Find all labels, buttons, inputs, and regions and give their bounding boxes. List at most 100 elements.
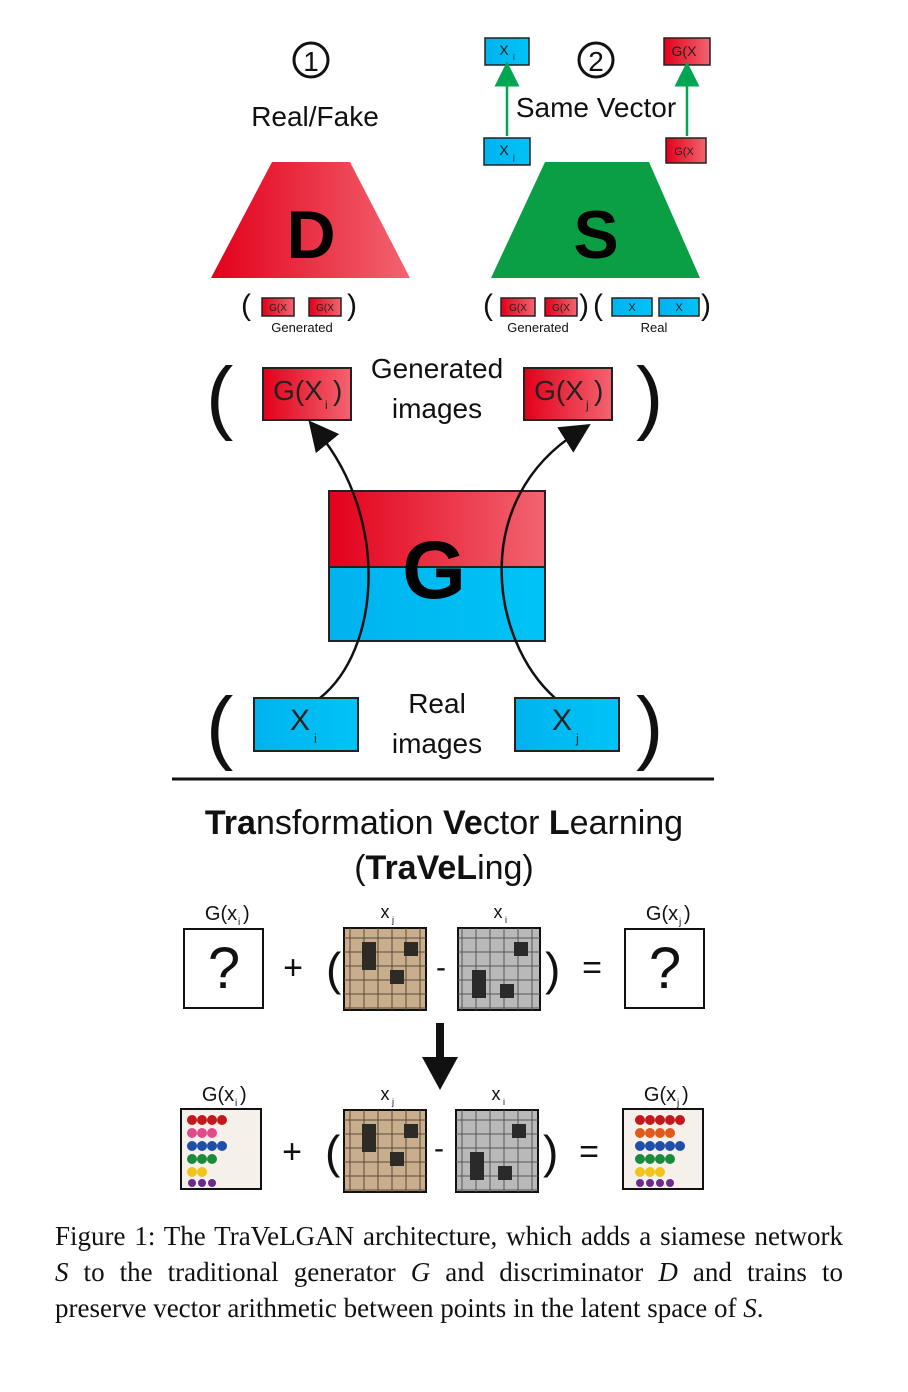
siamese-network-s: S (491, 162, 700, 278)
svg-text:j: j (585, 398, 589, 412)
svg-text:1: 1 (303, 46, 319, 77)
svg-text:X: X (499, 142, 509, 158)
generated-images-label-1: Generated (371, 353, 503, 384)
svg-text:j: j (676, 1098, 679, 1109)
traveling-title: Transformation Vector Learning (205, 804, 683, 842)
svg-text:): ) (347, 289, 357, 322)
step-2-marker: 2 (577, 41, 615, 79)
svg-text:i: i (238, 917, 240, 928)
svg-text:?: ? (208, 936, 240, 1001)
svg-text:G(X: G(X (509, 303, 527, 314)
svg-text:i: i (503, 1097, 505, 1107)
generated-images-row: ( G(X i ) Generated images G(X j ) ) (206, 351, 663, 442)
traveling-subtitle: (TraVeLing) (354, 849, 534, 887)
svg-text:G(X: G(X (674, 146, 694, 158)
svg-text:X: X (552, 704, 572, 737)
svg-text:-: - (436, 951, 446, 984)
real-images-label-1: Real (408, 688, 466, 719)
svg-text:(: ( (483, 289, 493, 322)
svg-text:G: G (402, 525, 466, 616)
same-vector-block: X i G(X X j G(X Same Vector (483, 37, 711, 166)
svg-text:X: X (290, 704, 310, 737)
same-vector-label: Same Vector (516, 92, 676, 123)
svg-text:): ) (333, 375, 342, 406)
svg-text:G(X: G(X (672, 43, 698, 59)
architecture-figure: 1 Real/Fake D ( G(X G(X ) Generated 2 X … (172, 37, 714, 1193)
svg-text:): ) (682, 1084, 689, 1106)
svg-text:-: - (434, 1132, 444, 1165)
svg-text:X: X (499, 42, 509, 58)
svg-text:S: S (573, 197, 618, 273)
svg-text:i: i (505, 915, 507, 925)
svg-text:G(X: G(X (316, 303, 334, 314)
svg-text:(: ( (206, 351, 233, 442)
discriminator-d: D (211, 162, 410, 278)
svg-text:X: X (675, 302, 683, 314)
svg-text:j: j (391, 1097, 394, 1107)
down-arrow-icon (422, 1023, 458, 1090)
svg-text:(: ( (241, 289, 251, 322)
s-inputs: ( G(X G(X ) ( X X ) Generated Real (483, 289, 711, 335)
svg-text:j: j (512, 153, 515, 162)
real-label-s: Real (641, 320, 668, 335)
svg-text:D: D (286, 197, 335, 273)
svg-text:): ) (543, 1126, 558, 1178)
svg-text:): ) (636, 351, 663, 442)
real-images-label-2: images (392, 728, 482, 759)
svg-text:(: ( (593, 289, 603, 322)
svg-text:i: i (235, 1098, 237, 1109)
svg-text:G(X: G(X (273, 375, 323, 406)
figure-caption: Figure 1: The TraVeLGAN architecture, wh… (55, 1221, 844, 1323)
equation-row-2: G(x i ) + ( x j - x i ) = G(x j (180, 1084, 704, 1193)
arrow-xj-to-gxj (500, 423, 591, 699)
step-1-marker: 1 (292, 41, 330, 79)
svg-text:x: x (494, 902, 503, 922)
svg-text:G(X: G(X (534, 375, 584, 406)
svg-text:G(x: G(x (646, 903, 678, 925)
svg-text:): ) (684, 903, 691, 925)
svg-text:=: = (579, 1133, 599, 1171)
generated-images-label-2: images (392, 393, 482, 424)
svg-text:): ) (636, 681, 663, 772)
svg-text:(: ( (206, 681, 233, 772)
svg-text:x: x (381, 902, 390, 922)
svg-text:G(x: G(x (205, 903, 237, 925)
caption-label: Figure 1: (55, 1221, 156, 1251)
svg-text:i: i (513, 53, 515, 62)
svg-text:j: j (678, 917, 681, 928)
svg-text:j: j (575, 731, 579, 746)
svg-text:=: = (582, 949, 602, 987)
svg-text:G(x: G(x (644, 1084, 676, 1106)
generator-g: G (328, 490, 546, 642)
abacus-image-output (622, 1108, 704, 1190)
generated-label-s: Generated (507, 320, 568, 335)
svg-text:X: X (628, 302, 636, 314)
svg-text:(: ( (326, 943, 342, 995)
d-inputs: ( G(X G(X ) Generated (241, 289, 357, 335)
svg-text:?: ? (649, 936, 681, 1001)
svg-text:j: j (391, 915, 394, 925)
svg-text:i: i (325, 398, 328, 412)
svg-text:): ) (579, 289, 589, 322)
svg-text:G(x: G(x (202, 1084, 234, 1106)
svg-text:(: ( (325, 1126, 341, 1178)
svg-text:x: x (492, 1084, 501, 1104)
svg-text:): ) (594, 375, 603, 406)
real-images-row: ( X i Real images X j ) (206, 681, 663, 772)
svg-text:): ) (545, 943, 560, 995)
real-fake-label: Real/Fake (251, 101, 379, 132)
svg-text:+: + (282, 1133, 302, 1171)
equation-row-1: G(x i ) ? + ( x j - x i ) = G(x j ) ? (183, 902, 705, 1011)
svg-text:G(X: G(X (269, 303, 287, 314)
svg-text:x: x (381, 1084, 390, 1104)
svg-text:): ) (240, 1084, 247, 1106)
abacus-image-input (180, 1108, 262, 1190)
svg-text:2: 2 (588, 46, 604, 77)
svg-text:i: i (314, 731, 317, 746)
generated-label-d: Generated (271, 320, 332, 335)
svg-text:): ) (243, 903, 250, 925)
svg-text:+: + (283, 949, 303, 987)
svg-text:): ) (701, 289, 711, 322)
svg-text:G(X: G(X (552, 303, 570, 314)
arrow-xi-to-gxi (308, 420, 370, 699)
